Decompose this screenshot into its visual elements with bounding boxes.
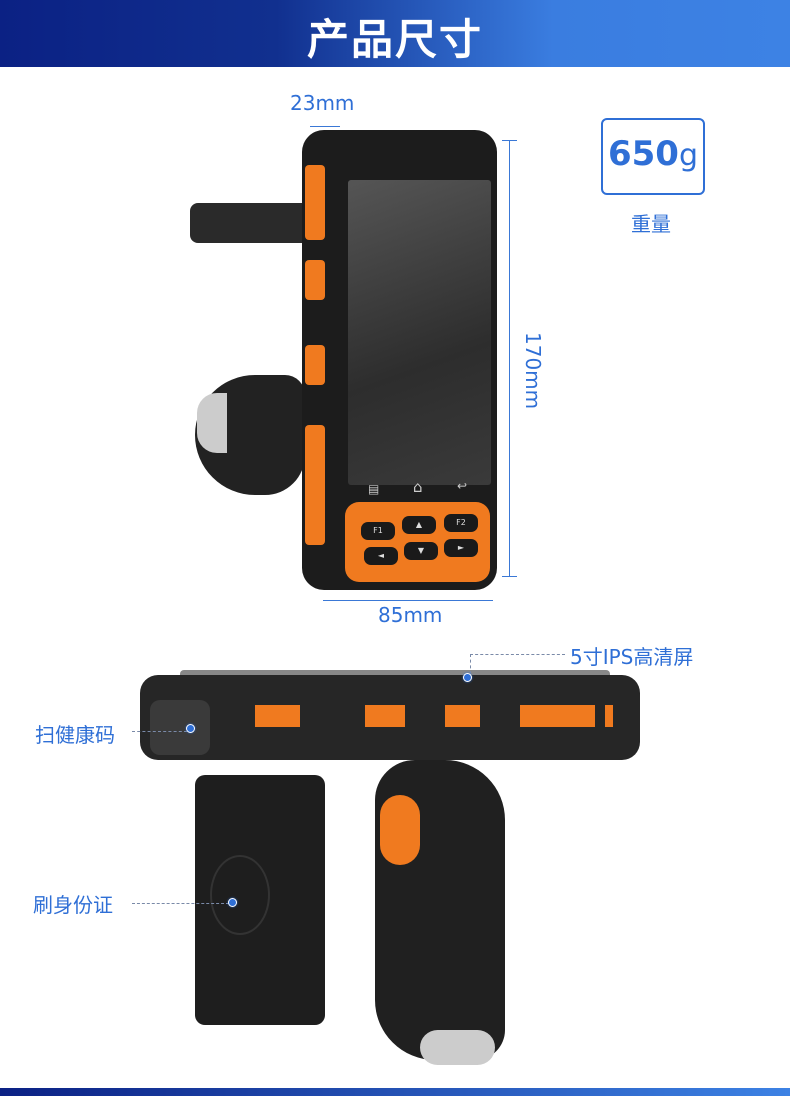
width-line <box>323 600 493 601</box>
side-bumper <box>520 705 595 727</box>
height-line-cap <box>502 140 517 141</box>
weight-label: 重量 <box>631 212 671 236</box>
right-key: ► <box>444 539 478 557</box>
id-card-callout: 刷身份证 <box>33 893 113 917</box>
trigger <box>380 795 420 865</box>
device-side-view <box>135 665 655 1075</box>
down-key: ▼ <box>404 542 438 560</box>
grip-cap <box>420 1030 495 1065</box>
thickness-label: 23mm <box>290 91 355 115</box>
scan-callout-dot <box>186 724 195 733</box>
f1-key: F1 <box>361 522 395 540</box>
weight-value: 650 <box>607 134 679 174</box>
left-key: ◄ <box>364 547 398 565</box>
handle-grip-cap <box>197 393 227 453</box>
side-bumper <box>305 260 325 300</box>
callout-line <box>132 731 187 732</box>
side-bumper <box>365 705 405 727</box>
f2-key: F2 <box>444 514 478 532</box>
thickness-line <box>310 126 340 127</box>
side-bumper <box>255 705 300 727</box>
device-front-view: ▤ ⌂ ↩ F1 ▲ F2 ◄ ▼ ► <box>185 125 505 595</box>
scanner-window <box>150 700 210 755</box>
height-label: 170mm <box>521 332 545 410</box>
handle-top <box>190 203 310 243</box>
side-bumper <box>605 705 613 727</box>
side-bumper <box>305 425 325 545</box>
screen-callout: 5寸IPS高清屏 <box>570 645 694 669</box>
side-bumper <box>305 165 325 240</box>
header-banner <box>0 0 790 67</box>
screen <box>348 180 491 485</box>
side-bumper <box>305 345 325 385</box>
height-line <box>509 140 510 576</box>
home-icon: ⌂ <box>413 478 423 496</box>
footer-bar <box>0 1088 790 1096</box>
up-key: ▲ <box>402 516 436 534</box>
id-card-callout-dot <box>228 898 237 907</box>
nfc-icon <box>210 855 270 935</box>
weight-box: 650g <box>601 118 705 195</box>
screen-callout-dot <box>463 673 472 682</box>
callout-line <box>470 654 471 674</box>
callout-line <box>470 654 565 655</box>
callout-line <box>132 903 229 904</box>
menu-icon: ▤ <box>368 482 380 496</box>
back-icon: ↩ <box>457 479 468 493</box>
width-label: 85mm <box>378 603 443 627</box>
height-line-cap <box>502 576 517 577</box>
keypad: F1 ▲ F2 ◄ ▼ ► <box>345 502 490 582</box>
scan-callout: 扫健康码 <box>35 723 115 747</box>
page-title: 产品尺寸 <box>306 15 483 64</box>
side-bumper <box>445 705 480 727</box>
weight-unit: g <box>678 138 699 173</box>
